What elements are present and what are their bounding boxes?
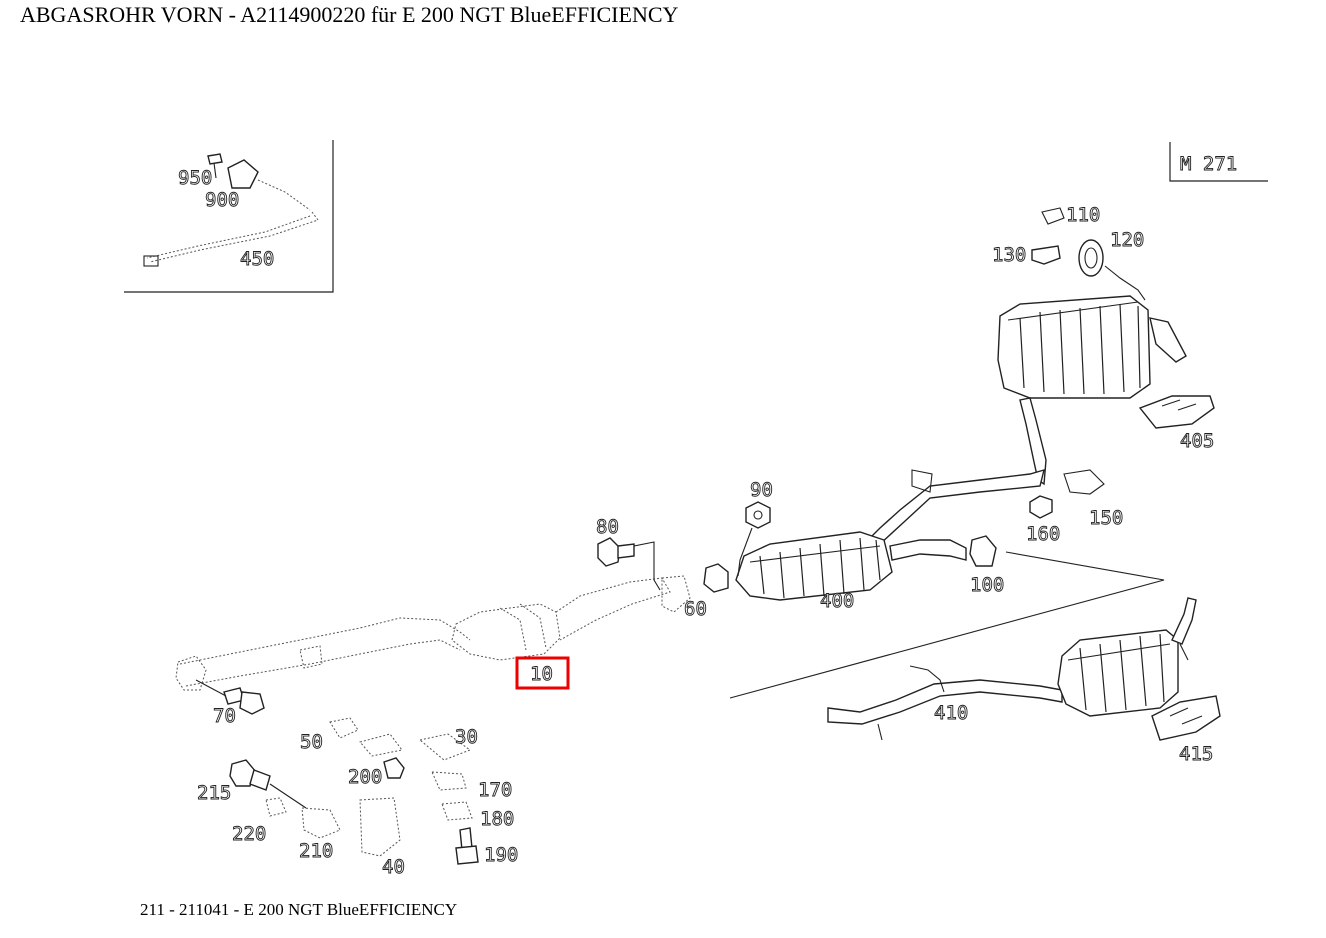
engine-code-box: M 271 xyxy=(1169,142,1268,182)
part-label-900[interactable]: 900 xyxy=(205,189,240,212)
part-label-10[interactable]: 10 xyxy=(530,663,554,686)
part-label-180[interactable]: 180 xyxy=(480,808,515,831)
part-label-160[interactable]: 160 xyxy=(1026,523,1061,546)
part-label-90[interactable]: 90 xyxy=(750,479,774,502)
part-label-130[interactable]: 130 xyxy=(992,244,1027,267)
middle-muffler-400 xyxy=(703,501,997,601)
rear-muffler-upper xyxy=(871,207,1215,545)
part-label-190[interactable]: 190 xyxy=(484,844,519,867)
page-title: ABGASROHR VORN - A2114900220 für E 200 N… xyxy=(20,2,679,27)
part-80-shape xyxy=(597,537,661,591)
part-label-170[interactable]: 170 xyxy=(478,779,513,802)
highlight-box-part-10 xyxy=(515,656,570,690)
part-label-950[interactable]: 950 xyxy=(178,167,213,190)
part-label-70[interactable]: 70 xyxy=(213,705,237,728)
part-900-shape xyxy=(227,159,311,211)
part-label-215[interactable]: 215 xyxy=(197,782,232,805)
part-label-80[interactable]: 80 xyxy=(596,516,620,539)
part-labels: 950 900 450 110 120 130 405 90 80 150 16… xyxy=(178,167,1215,879)
part-label-200[interactable]: 200 xyxy=(348,766,383,789)
part-label-220[interactable]: 220 xyxy=(232,823,267,846)
part-label-150[interactable]: 150 xyxy=(1089,507,1124,530)
part-label-40[interactable]: 40 xyxy=(382,856,406,879)
part-label-100[interactable]: 100 xyxy=(970,574,1005,597)
part-label-210[interactable]: 210 xyxy=(299,840,334,863)
part-label-450[interactable]: 450 xyxy=(240,248,275,271)
rear-muffler-lower xyxy=(729,551,1221,741)
front-exhaust-pipe-10 xyxy=(175,575,691,691)
part-950-shape xyxy=(207,153,223,179)
inset-detail xyxy=(124,140,334,293)
part-label-405[interactable]: 405 xyxy=(1180,430,1215,453)
engine-code-label: M 271 xyxy=(1180,153,1237,175)
part-label-120[interactable]: 120 xyxy=(1110,229,1145,252)
small-hardware xyxy=(195,679,479,865)
part-label-50[interactable]: 50 xyxy=(300,731,324,754)
part-label-110[interactable]: 110 xyxy=(1066,204,1101,227)
part-label-410[interactable]: 410 xyxy=(934,702,969,725)
part-label-400[interactable]: 400 xyxy=(820,590,855,613)
part-label-415[interactable]: 415 xyxy=(1179,743,1214,766)
part-label-30[interactable]: 30 xyxy=(455,726,479,749)
part-450-shape xyxy=(143,211,319,267)
footer-model-info: 211 - 211041 - E 200 NGT BlueEFFICIENCY xyxy=(140,900,458,919)
part-label-60[interactable]: 60 xyxy=(684,598,708,621)
